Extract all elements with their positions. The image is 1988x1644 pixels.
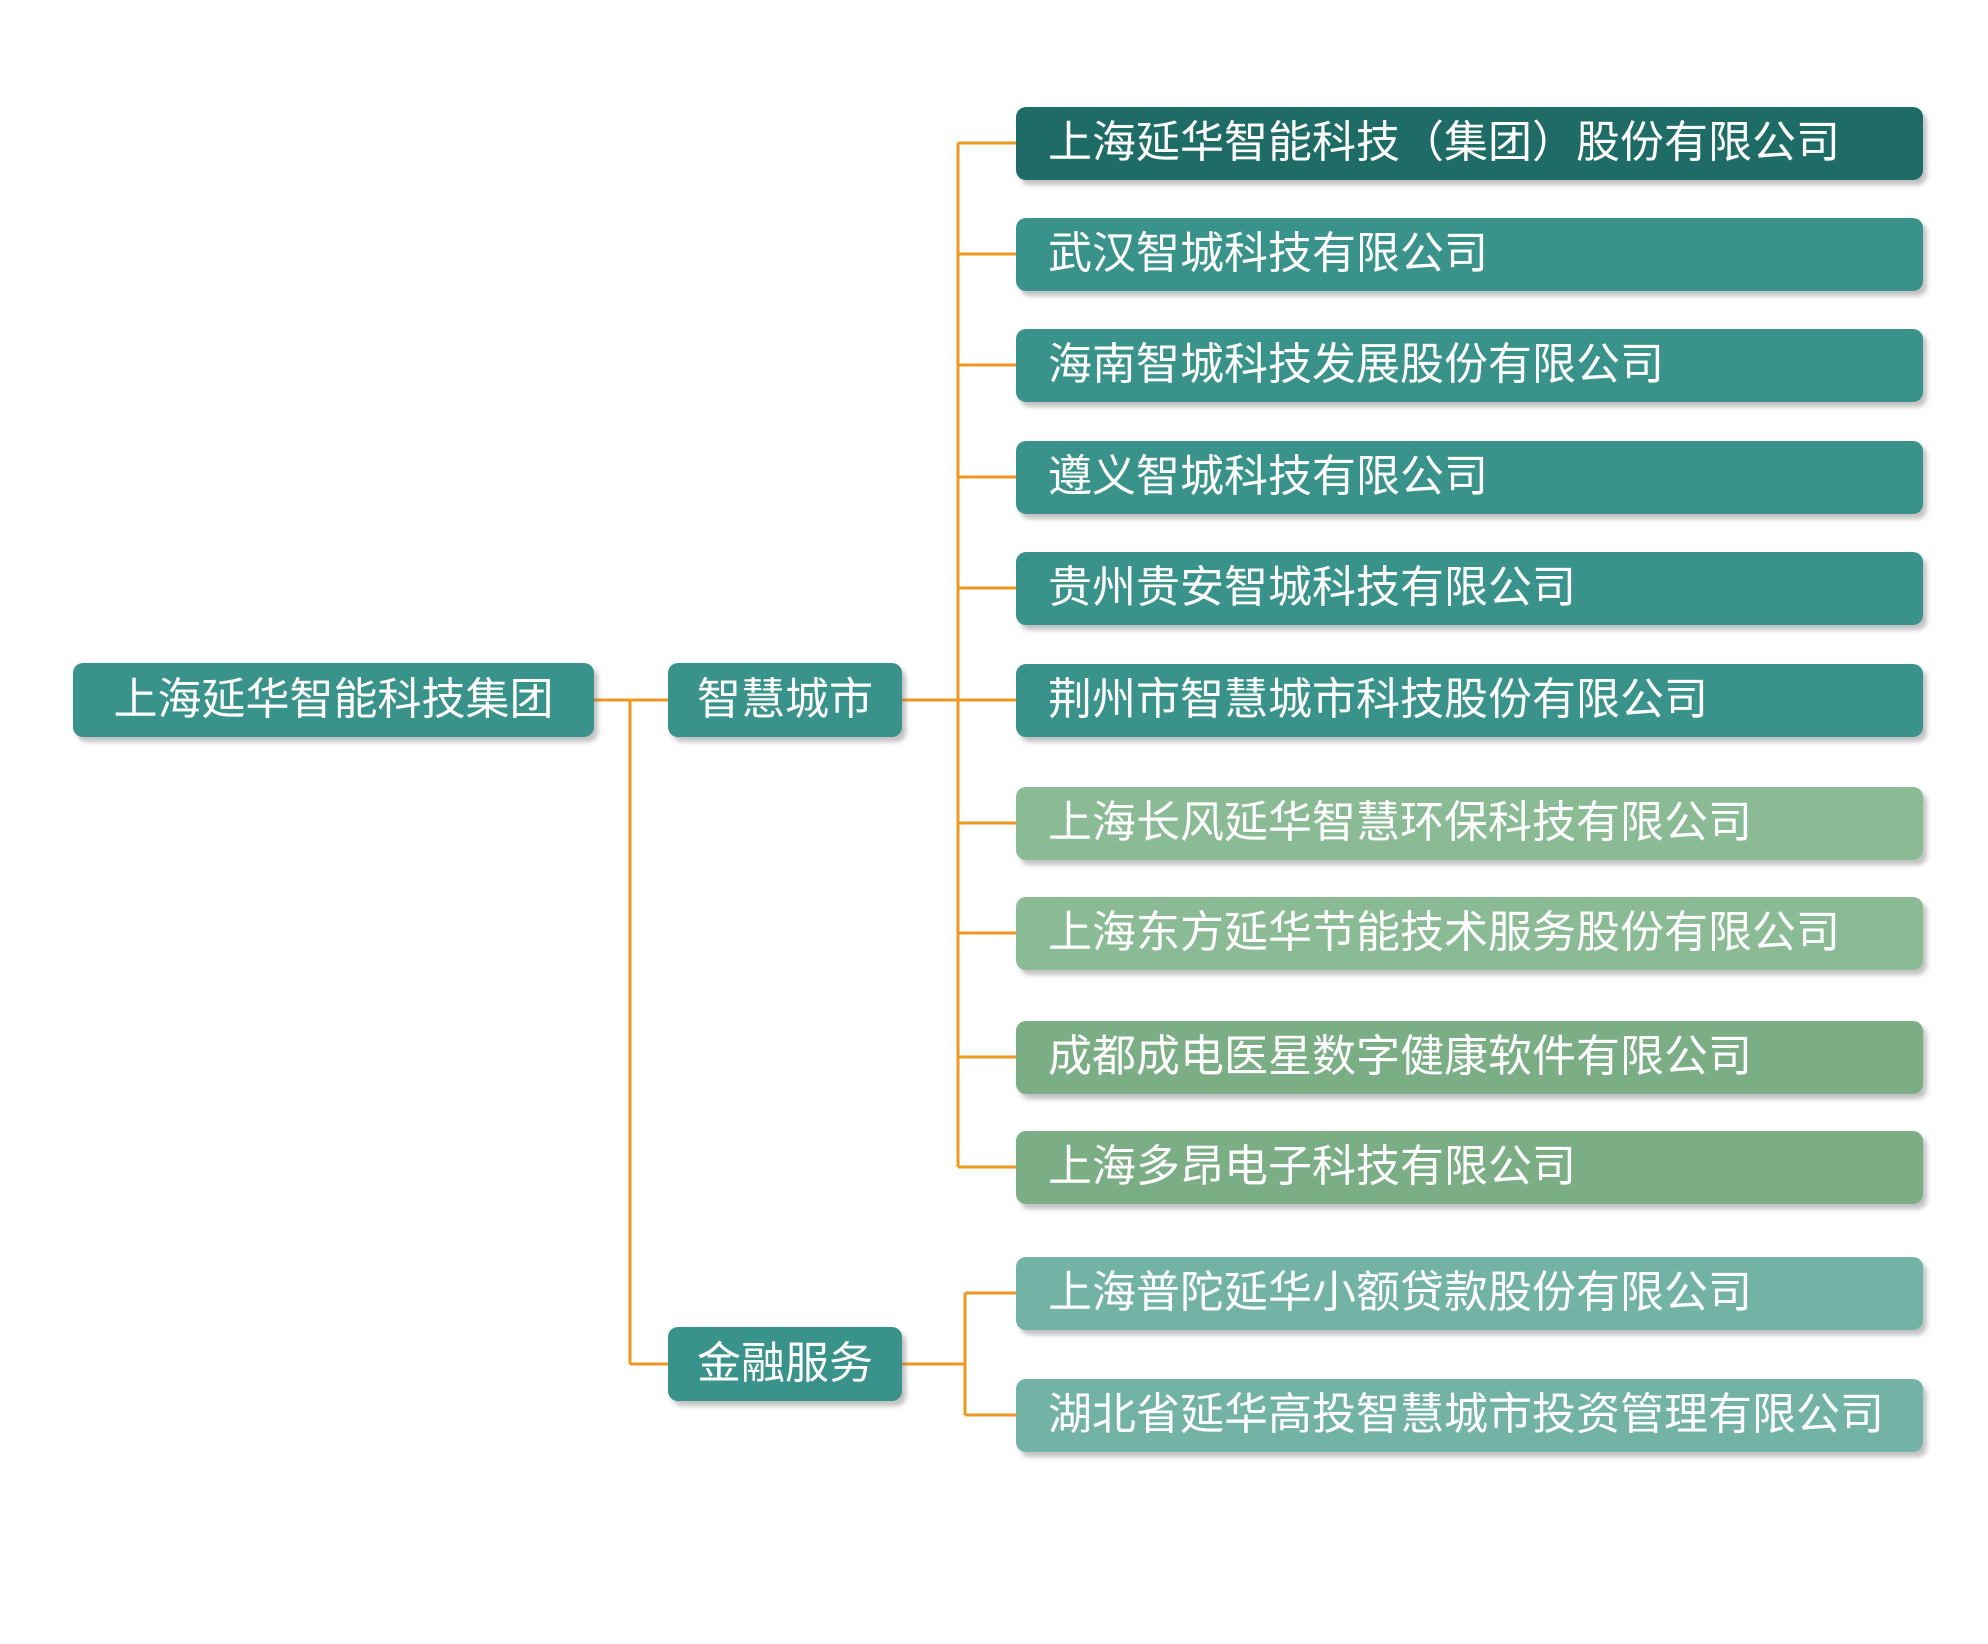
company-node: 遵义智城科技有限公司 xyxy=(1016,440,1923,514)
company-node: 上海长风延华智慧环保科技有限公司 xyxy=(1016,786,1923,860)
company-node: 湖北省延华高投智慧城市投资管理有限公司 xyxy=(1016,1378,1923,1452)
branch-node-financial-services: 金融服务 xyxy=(668,1327,902,1401)
root-node: 上海延华智能科技集团 xyxy=(73,663,594,737)
company-node: 荆州市智慧城市科技股份有限公司 xyxy=(1016,663,1923,737)
company-node: 成都成电医星数字健康软件有限公司 xyxy=(1016,1020,1923,1094)
company-node: 上海多昂电子科技有限公司 xyxy=(1016,1130,1923,1204)
company-node: 上海普陀延华小额贷款股份有限公司 xyxy=(1016,1256,1923,1330)
company-node: 贵州贵安智城科技有限公司 xyxy=(1016,551,1923,625)
company-node: 海南智城科技发展股份有限公司 xyxy=(1016,328,1923,402)
branch-node-smart-city: 智慧城市 xyxy=(668,663,902,737)
company-node: 上海延华智能科技（集团）股份有限公司 xyxy=(1016,106,1923,180)
company-node: 上海东方延华节能技术服务股份有限公司 xyxy=(1016,896,1923,970)
company-node: 武汉智城科技有限公司 xyxy=(1016,217,1923,291)
